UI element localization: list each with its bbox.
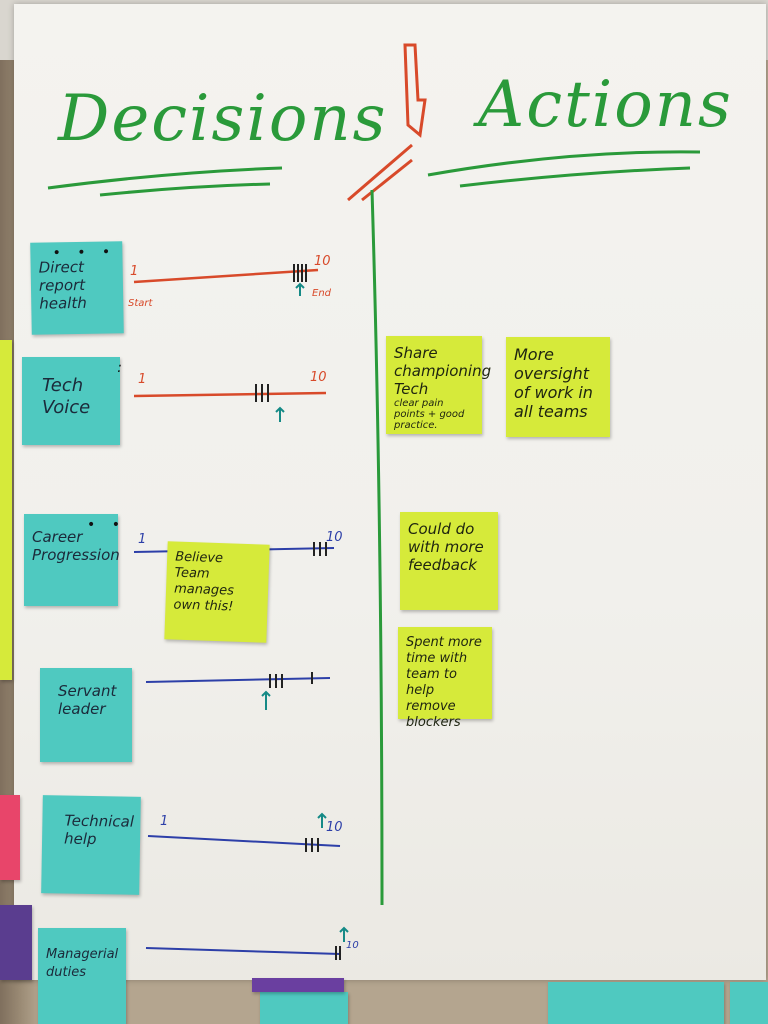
scale-min-label: 1	[160, 814, 169, 829]
action-note: Share championing Tech clear pain points…	[386, 336, 492, 434]
scale-max-label: 10	[346, 940, 359, 951]
action-note: Could do with more feedback	[400, 512, 498, 610]
bottom-note-teal-2	[730, 982, 768, 1024]
decision-label: Direct report health	[38, 257, 87, 313]
bottom-note-teal-3	[260, 992, 348, 1024]
scale-max-label: 10	[310, 370, 327, 385]
decision-note: Servant leader	[40, 668, 132, 762]
decision-label: Career Progression	[32, 528, 120, 564]
rating-dots: • •	[87, 517, 126, 533]
edge-note-pink	[0, 795, 20, 880]
edge-note-purple	[0, 905, 32, 980]
decision-note: • • • Direct report health	[30, 241, 124, 335]
decision-label: Tech Voice	[42, 375, 91, 418]
decision-note: Technical help	[41, 795, 141, 895]
scale-start-tag: Start	[128, 298, 153, 309]
action-note: More oversight of work in all teams	[506, 337, 610, 437]
heading-decisions: Decisions	[58, 82, 388, 156]
bottom-note-teal	[548, 982, 724, 1024]
scale-min-label: 1	[130, 264, 139, 279]
scale-max-label: 10	[326, 820, 343, 835]
rating-dots: :	[117, 360, 128, 376]
rating-dots: • • •	[52, 244, 117, 262]
decision-note: • • Career Progression	[24, 514, 120, 606]
action-subtext: clear pain points + good practice.	[394, 398, 465, 431]
scale-min-label: 1	[138, 532, 147, 547]
scale-end-tag: End	[312, 288, 332, 299]
scale-max-label: 10	[314, 254, 331, 269]
decision-label: Managerial duties	[46, 947, 119, 980]
decision-label: Technical help	[63, 811, 135, 849]
decision-note: : Tech Voice	[22, 357, 122, 445]
action-text: Share championing Tech	[394, 344, 492, 398]
scale-min-label: 1	[138, 372, 147, 387]
scale-max-label: 10	[326, 530, 343, 545]
bottom-note-purple	[252, 978, 344, 992]
edge-note-yellow	[0, 340, 12, 680]
heading-actions: Actions	[478, 68, 733, 142]
decision-label: Servant leader	[58, 682, 117, 718]
side-note: Believe Team manages own this!	[164, 541, 270, 643]
decision-note: Managerial duties	[38, 928, 126, 1024]
action-note: Spent more time with team to help remove…	[398, 627, 492, 730]
